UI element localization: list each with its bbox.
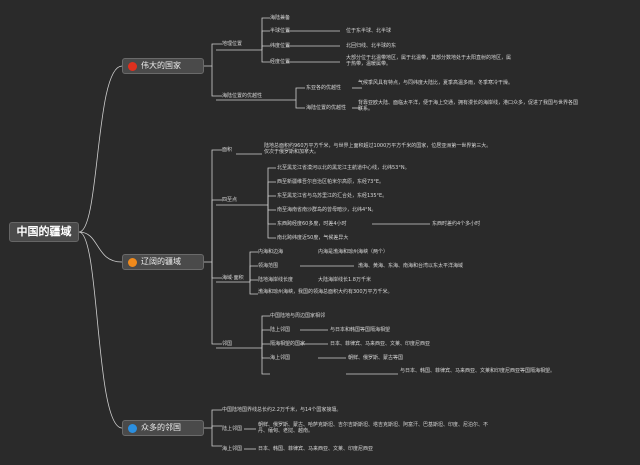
blue-dot-icon [128,424,137,433]
detail-coastline: 大陆海岸线长1.8万千米 [318,277,371,283]
branch-many-neighbors[interactable]: 众多的邻国 [122,420,204,436]
detail-territorial-sea: 渤海、黄海、东海、南海和台湾以东太平洋海域 [358,263,464,269]
node-land-sea[interactable]: 海陆兼备 [270,15,291,21]
branch-great-country[interactable]: 伟大的国家 [122,58,204,74]
node-four-extremes[interactable]: 四至点 [222,197,238,203]
detail-b3-land: 朝鲜、俄罗斯、蒙古、哈萨克斯坦、吉尔吉斯斯坦、塔吉克斯坦、阿富汗、巴基斯坦、印度… [258,422,489,434]
node-longitude[interactable]: 经度位置 [270,59,291,65]
node-territorial-sea[interactable]: 领海范围 [258,263,279,269]
node-coastline[interactable]: 陆地海岸线长度 [258,277,294,283]
branch-label: 伟大的国家 [141,61,181,70]
detail-across-sea: 日本、菲律宾、马来西亚、文莱、印度尼西亚 [330,341,431,347]
detail-sea-neighbors: 朝鲜、俄罗斯、蒙古等国 [348,355,404,361]
node-latitude[interactable]: 纬度位置 [270,43,291,49]
detail-east-asia: 气候季风具有特点，与同纬度大陆比，夏季高温多雨，冬季寒冷干燥。 [358,80,514,86]
node-area[interactable]: 面积 [222,147,233,153]
node-sea-land-advantage[interactable]: 海陆位置的优越性 [222,93,263,99]
detail-longitude: 大部分位于北温带地区，属于北温带，其部分数地处于太阳直射的地区，属于热带，温暖属… [346,55,512,67]
branch-vast-territory[interactable]: 辽阔的疆域 [122,254,204,270]
root-node[interactable]: 中国的疆域 [9,222,79,242]
extreme-north: 北至黑龙江省漠河以北的黑龙江主航道中心线，北纬53°N。 [277,165,410,171]
detail-time-diff: 东西时差约4个多小时 [432,221,481,227]
orange-dot-icon [128,258,137,267]
detail-neighbors-total: 与日本、韩国、菲律宾、马来西亚、文莱和印度尼西亚等国隔海相望。 [400,368,556,374]
branch-label: 辽阔的疆域 [141,257,181,266]
detail-position-advantage: 背靠亚欧大陆、面临太平洋，便于海上交通，拥有漫长的海岸线，港口众多，促进了我国与… [358,100,579,112]
extreme-east: 东至黑龙江省与乌苏里江的汇合处，东经135°E。 [277,193,388,199]
red-dot-icon [128,62,137,71]
extreme-south: 南至海南省南沙群岛的曾母暗沙，北纬4°N。 [277,207,377,213]
node-location[interactable]: 地理位置 [222,41,243,47]
span-latitude: 南北跨纬度近50度，气候差异大 [277,235,349,241]
node-sea-area[interactable]: 海域·面积 [222,275,244,281]
detail-land-neighbors: 与日本和韩国等国隔海相望 [330,327,391,333]
node-east-asia[interactable]: 东亚各的优越性 [306,85,342,91]
detail-area: 陆地总面积约960万平方千米，与世界上面积超过1000万平方千米的国家，位居亚洲… [264,143,492,155]
node-neighbors[interactable]: 邻国 [222,341,233,347]
node-inner-sea[interactable]: 内海和边海 [258,249,284,255]
node-land-neighbors[interactable]: 陆上邻国 [270,327,291,333]
detail-border-length: 中国陆地国界线总长约2.2万千米，与14个国家接壤。 [222,407,342,413]
node-sea-neighbors[interactable]: 海上邻国 [270,355,291,361]
node-hemisphere[interactable]: 半球位置 [270,28,291,34]
extreme-west: 西至新疆维吾尔自治区帕米尔高原，东经73°E。 [277,179,385,185]
span-longitude: 东西跨经度60多度，时差4小时 [277,221,347,227]
branch-label: 众多的邻国 [141,423,181,432]
detail-latitude: 北回归线、北半球的东 [346,43,397,49]
node-across-sea[interactable]: 隔海相望的国家 [270,341,306,347]
node-position-advantage[interactable]: 海陆位置的优越性 [306,105,347,111]
detail-b3-sea: 日本、韩国、菲律宾、马来西亚、文莱、印度尼西亚 [258,446,374,452]
detail-neighbors-intro: 中国陆地与周边国家相邻 [270,313,326,319]
node-b3-sea[interactable]: 海上邻国 [222,446,243,452]
detail-hemisphere: 位于东半球、北半球 [346,28,392,34]
node-b3-land[interactable]: 陆上邻国 [222,426,243,432]
detail-sea-total: 渤海和琼州海峡，我国的领海总面积大约有300万平方千米。 [258,289,393,295]
detail-inner-sea: 内海是渤海和琼州海峡（两个） [318,249,389,255]
